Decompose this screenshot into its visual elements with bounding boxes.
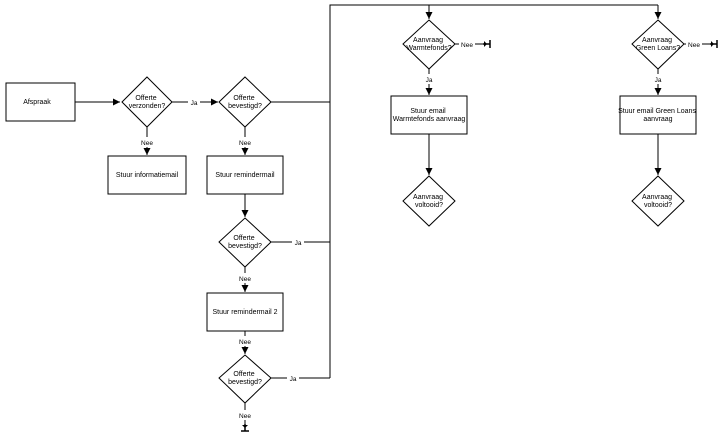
node-aanvraag-green-loans-line-2: Green Loans? [636,45,680,52]
node-stuur-email-green-loans-line-1: Stuur email Green Loans [618,108,696,115]
node-offerte-bevestigd-3: Offerte bevestigd? [218,354,272,404]
node-offerte-bevestigd-2-line-2: bevestigd? [228,243,262,250]
node-stuur-remindermail-label: Stuur remindermail [215,172,275,179]
node-aanvraag-green-loans-line-1: Aanvraag [642,37,672,44]
svg-text:Offerte bevestigd?: Offerte bevestigd? [228,95,262,110]
node-stuur-remindermail-2: Stuur remindermail 2 [206,292,284,332]
node-offerte-verzonden: Offerte verzonden? [121,76,173,128]
edge-bus-vertical [329,4,658,378]
node-offerte-bevestigd-2: Offerte bevestigd? [218,217,272,268]
svg-text:Offerte bevestigd?: Offerte bevestigd? [228,371,262,386]
edge-label-nee-bevestigd-1: Nee [239,140,251,147]
node-aanvraag-warmtefonds-line-2: Warmtefonds? [406,45,451,52]
node-aanvraag-voltooid-2-line-1: Aanvraag [642,194,672,201]
node-afspraak: Afspraak [5,82,76,122]
node-aanvraag-voltooid-2-line-2: voltooid? [644,202,672,209]
node-stuur-email-warmtefonds-line-1: Stuur email [410,108,446,115]
node-stuur-email-warmtefonds: Stuur email Warmtefonds aanvraag [390,95,468,135]
node-aanvraag-voltooid-1: Aanvraag voltooid? [402,175,456,227]
node-stuur-informatiemail-label: Stuur informatiemail [116,172,179,179]
node-offerte-verzonden-line-2: verzonden? [129,103,166,110]
edge-label-nee-verzonden: Nee [141,140,153,147]
edges [75,4,718,432]
edge-label-nee-bevestigd-2: Nee [239,276,251,283]
svg-text:Aanvraag Green Loans?: Aanvraag Green Loans? [636,37,680,52]
node-aanvraag-green-loans: Aanvraag Green Loans? [631,19,685,70]
edge-label-ja-bevestigd-3: Ja [290,376,297,383]
edge-label-nee-green-loans: Nee [688,42,700,49]
svg-text:Aanvraag Warmtefonds?: Aanvraag Warmtefonds? [406,37,451,52]
svg-text:Stuur email Green Loans: Stuur email Green Loans aanvraag [618,108,698,123]
node-offerte-bevestigd-1-line-2: bevestigd? [228,103,262,110]
node-aanvraag-voltooid-1-line-1: Aanvraag [413,194,443,201]
edge-label-nee-pre-bevestigd-3: Nee [239,339,251,346]
edge-label-ja-warmtefonds: Ja [426,77,433,84]
edge-label-ja-green-loans: Ja [655,77,662,84]
edge-labels: Ja Nee Nee Ja Nee Nee Nee Ja Nee Ja Nee … [139,39,702,420]
svg-text:Stuur email Warmtefonds: Stuur email Warmtefonds aanvraag [393,108,466,123]
node-aanvraag-warmtefonds-line-1: Aanvraag [413,37,443,44]
node-stuur-remindermail-2-label: Stuur remindermail 2 [213,309,278,316]
node-offerte-bevestigd-1-line-1: Offerte [233,95,254,102]
node-aanvraag-warmtefonds: Aanvraag Warmtefonds? [402,19,456,70]
node-stuur-email-green-loans-line-2: aanvraag [643,116,672,123]
node-stuur-remindermail: Stuur remindermail [206,155,284,195]
node-offerte-bevestigd-2-line-1: Offerte [233,235,254,242]
node-aanvraag-voltooid-2: Aanvraag voltooid? [631,175,685,227]
svg-text:Aanvraag voltooid?: Aanvraag voltooid? [413,194,445,209]
edge-label-nee-warmtefonds: Nee [461,42,473,49]
svg-text:Aanvraag voltooid?: Aanvraag voltooid? [642,194,674,209]
node-offerte-bevestigd-1: Offerte bevestigd? [218,76,272,128]
edge-label-ja-verzonden: Ja [191,100,198,107]
node-stuur-informatiemail: Stuur informatiemail [107,155,187,195]
node-offerte-bevestigd-3-line-1: Offerte [233,371,254,378]
node-aanvraag-voltooid-1-line-2: voltooid? [415,202,443,209]
svg-text:Offerte bevestigd?: Offerte bevestigd? [228,235,262,250]
node-stuur-email-warmtefonds-line-2: Warmtefonds aanvraag [393,116,466,123]
node-afspraak-label: Afspraak [23,99,51,106]
node-stuur-email-green-loans: Stuur email Green Loans aanvraag [618,95,698,135]
edge-label-nee-bevestigd-3: Nee [239,413,251,420]
node-offerte-bevestigd-3-line-2: bevestigd? [228,379,262,386]
edge-label-ja-bevestigd-2: Ja [295,240,302,247]
svg-text:Offerte verzonden?: Offerte verzonden? [129,95,166,110]
node-offerte-verzonden-line-1: Offerte [135,95,156,102]
